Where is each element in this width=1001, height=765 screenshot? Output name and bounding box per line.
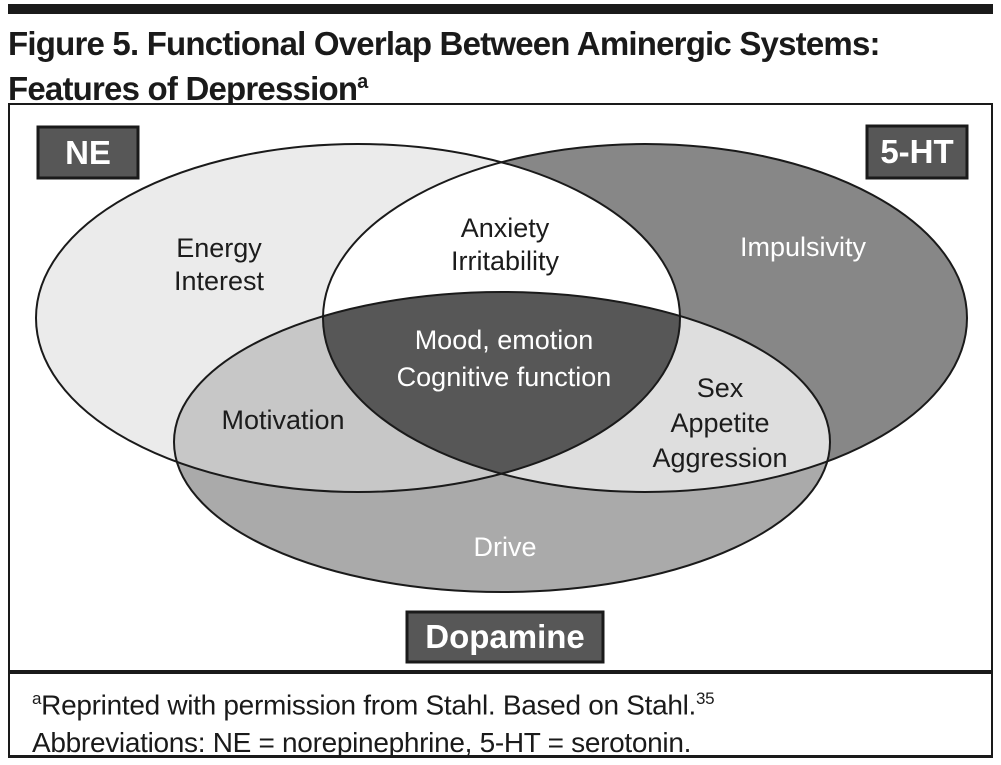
figure-title-line2: Features of Depressiona [8,70,368,107]
top-rule-bar [8,4,993,14]
ne-label: NE [65,134,111,171]
label-motivation: Motivation [221,405,344,435]
dopamine-label: Dopamine [425,618,585,655]
serotonin-label: 5-HT [880,133,953,170]
venn-diagram-panel: Energy Interest Anxiety Irritability Imp… [8,103,993,672]
dopamine-label-box [405,610,605,664]
venn-outline-ne [35,143,681,493]
label-sex: Sex [697,373,744,403]
label-drive: Drive [473,532,536,562]
figure-title-line1: Figure 5. Functional Overlap Between Ami… [8,25,880,62]
label-interest: Interest [174,266,265,296]
venn-outline-dopamine [173,291,831,593]
title-footnote-marker: a [357,71,368,93]
footnote-line1: aReprinted with permission from Stahl. B… [32,689,715,721]
label-appetite: Appetite [670,408,769,438]
venn-diagram: Energy Interest Anxiety Irritability Imp… [35,124,969,664]
label-mood-emotion: Mood, emotion [415,325,594,355]
footnote-line2: Abbreviations: NE = norepinephrine, 5-HT… [32,727,692,759]
figure-title: Figure 5. Functional Overlap Between Ami… [8,24,998,108]
label-anxiety: Anxiety [461,213,550,243]
ne-label-box [36,125,140,180]
footnote-panel: aReprinted with permission from Stahl. B… [8,672,993,758]
label-impulsivity: Impulsivity [740,232,867,262]
label-cognitive-function: Cognitive function [397,362,612,392]
venn-outline-serotonin [322,143,968,493]
footnote-reference-number: 35 [696,689,715,708]
serotonin-label-box [865,124,969,180]
label-irritability: Irritability [451,246,560,276]
footnote-marker-a: a [32,689,42,708]
label-energy: Energy [176,233,262,263]
label-aggression: Aggression [652,443,787,473]
